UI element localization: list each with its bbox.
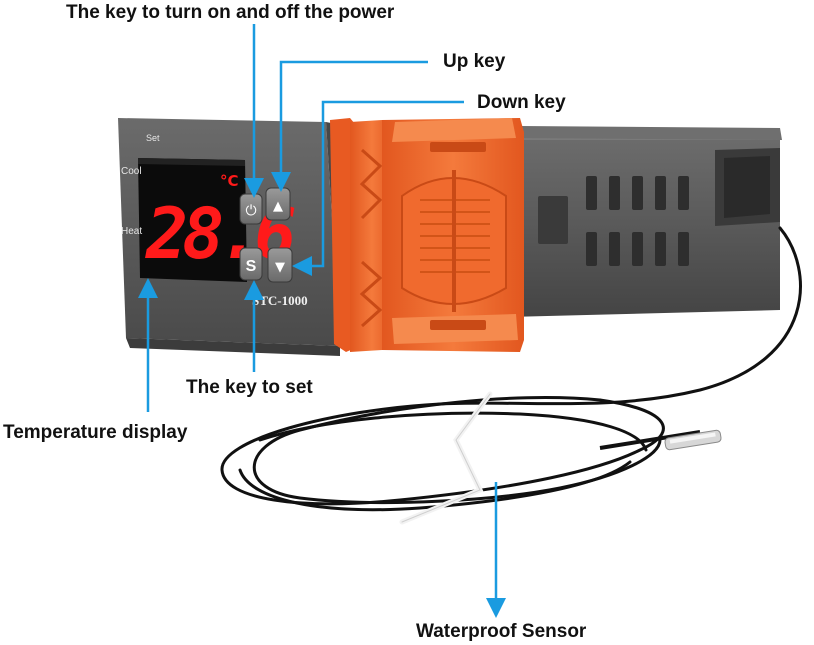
up-button[interactable]: ▲ [265,187,291,221]
display-unit: °C [220,172,239,190]
power-icon: ⏻ [245,203,256,219]
mounting-bracket [330,118,524,352]
rear-housing [470,126,782,318]
model-label: STC-1000 [252,293,308,308]
temperature-display [138,158,247,282]
down-key-label: Down key [477,92,566,113]
down-key-arrow [292,100,464,276]
down-button[interactable]: ▼ [267,247,293,283]
set-button[interactable]: S [239,247,263,281]
callout-arrows [138,24,506,618]
up-arrow-icon: ▲ [273,199,283,214]
temperature-display-label: Temperature display [3,422,188,443]
sensor-probe [599,429,722,451]
panel-label-heat: Heat [121,226,142,237]
up-key-arrow [271,60,428,192]
panel-label-cool: Cool [121,166,142,177]
vent-slots [538,176,689,266]
waterproof-sensor-label: Waterproof Sensor [416,621,587,642]
set-key-glyph: S [246,258,257,275]
down-arrow-icon: ▼ [275,260,285,275]
up-key-label: Up key [443,51,506,72]
power-key-label: The key to turn on and off the power [66,2,395,23]
cable-tie [399,391,493,525]
power-button[interactable]: ⏻ [239,193,263,225]
sensor-cable [220,226,802,512]
panel-label-set: Set [146,133,160,143]
set-key-label: The key to set [186,377,313,398]
